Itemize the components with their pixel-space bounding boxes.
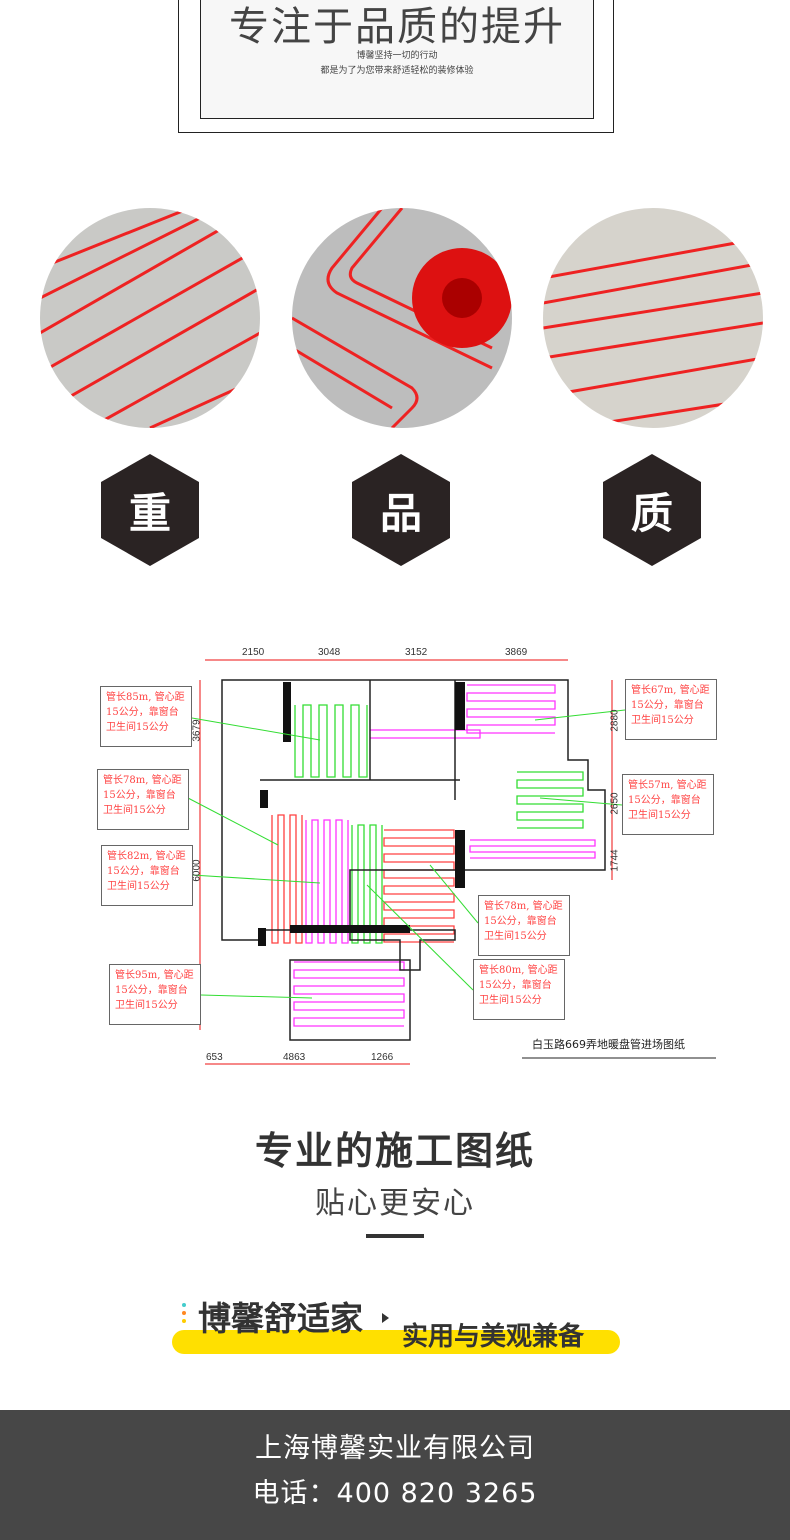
footer-company: 上海博馨实业有限公司 [255,1433,535,1464]
note-line: 卫生间15公分 [479,995,542,1006]
arrow-icon [382,1313,389,1323]
dim-bottom-2: 4863 [283,1052,306,1063]
floor-heating-photo-3 [543,208,763,428]
floor-plan-drawing [187,659,716,1065]
dim-top-4: 3869 [505,647,528,658]
note-line: 15公分，靠窗台 [106,707,179,718]
note-line: 卫生间15公分 [107,881,170,892]
heating-pipe [469,839,596,859]
pipe-note-5: 管长67m, 管心距 15公分，靠窗台卫生间15公分 [625,679,717,740]
note-line: 管长80m, 管心距 [479,965,558,976]
slogan-tagline: 实用与美观兼备 [402,1322,585,1352]
dim-right-2: 2650 [609,792,621,815]
pipe-note-6: 管长57m, 管心距 15公分，靠窗台卫生间15公分 [622,774,714,835]
plan-title: 白玉路669弄地暖盘管进场图纸 [532,1038,685,1051]
note-line: 15公分，靠窗台 [628,795,701,806]
floor-heating-photo-2 [292,208,512,428]
divider [366,1234,424,1238]
dim-right-1: 2880 [609,709,621,732]
badge-hexagon-3: 质 [603,454,701,566]
header-subtitle-2: 都是为了为您带来舒适轻松的装修体验 [320,66,474,76]
dots-icon [182,1303,187,1323]
header-subtitle-1: 博馨坚持一切的行动 [356,51,438,61]
pipe-note-3: 管长82m, 管心距 15公分，靠窗台卫生间15公分 [101,845,193,906]
slogan-highlight [172,1330,620,1354]
note-line: 管长82m, 管心距 [107,851,186,862]
heating-pipe [466,684,556,734]
slogan-brand: 博馨舒适家 [198,1299,363,1338]
note-line: 15公分，靠窗台 [631,700,704,711]
dim-right-3: 1744 [609,849,621,872]
heating-pipe [293,961,405,1027]
dim-left-1: 3679 [191,719,203,742]
note-line: 管长78m, 管心距 [103,775,182,786]
dim-top-3: 3152 [405,647,428,658]
floor-heating-photo-1 [40,208,260,428]
section-title: 专业的施工图纸 [254,1129,535,1173]
note-line: 卫生间15公分 [484,931,547,942]
note-line: 管长67m, 管心距 [631,685,710,696]
pipe-note-2: 管长78m, 管心距 15公分，靠窗台卫生间15公分 [97,769,189,830]
note-line: 管长95m, 管心距 [115,970,194,981]
note-line: 15公分，靠窗台 [115,985,188,996]
dim-left-2: 6000 [191,859,203,882]
heating-pipe [305,819,349,944]
pipe-note-7: 管长78m, 管心距 15公分，靠窗台卫生间15公分 [478,895,570,956]
section-subtitle: 贴心更安心 [315,1186,475,1221]
dim-top-2: 3048 [318,647,341,658]
pipe-note-4: 管长95m, 管心距 15公分，靠窗台卫生间15公分 [109,964,201,1025]
note-line: 卫生间15公分 [631,715,694,726]
pipe-note-8: 管长80m, 管心距 15公分，靠窗台卫生间15公分 [473,959,565,1020]
dim-bottom-1: 653 [206,1052,223,1063]
dim-top-1: 2150 [242,647,265,658]
heating-pipe [351,824,383,944]
note-line: 卫生间15公分 [103,805,166,816]
heating-pipe [271,814,303,944]
heating-pipe [370,729,481,739]
note-line: 15公分，靠窗台 [107,866,180,877]
note-line: 管长85m, 管心距 [106,692,185,703]
badge-hexagon-1: 重 [101,454,199,566]
note-line: 卫生间15公分 [628,810,691,821]
note-line: 15公分，靠窗台 [479,980,552,991]
note-line: 卫生间15公分 [106,722,169,733]
pipe-note-1: 管长85m, 管心距 15公分，靠窗台卫生间15公分 [100,686,192,747]
badge-hexagon-2: 品 [352,454,450,566]
note-line: 卫生间15公分 [115,1000,178,1011]
footer-phone: 电话：400 820 3265 [252,1478,538,1509]
note-line: 管长78m, 管心距 [484,901,563,912]
header-title: 专注于品质的提升 [229,4,565,50]
heating-pipe [516,771,584,829]
header-inner-frame [200,0,594,119]
note-line: 管长57m, 管心距 [628,780,707,791]
footer: 上海博馨实业有限公司 电话：400 820 3265 [0,1410,790,1540]
dim-bottom-3: 1266 [371,1052,394,1063]
heating-pipe [294,704,368,778]
note-line: 15公分，靠窗台 [484,916,557,927]
note-line: 15公分，靠窗台 [103,790,176,801]
